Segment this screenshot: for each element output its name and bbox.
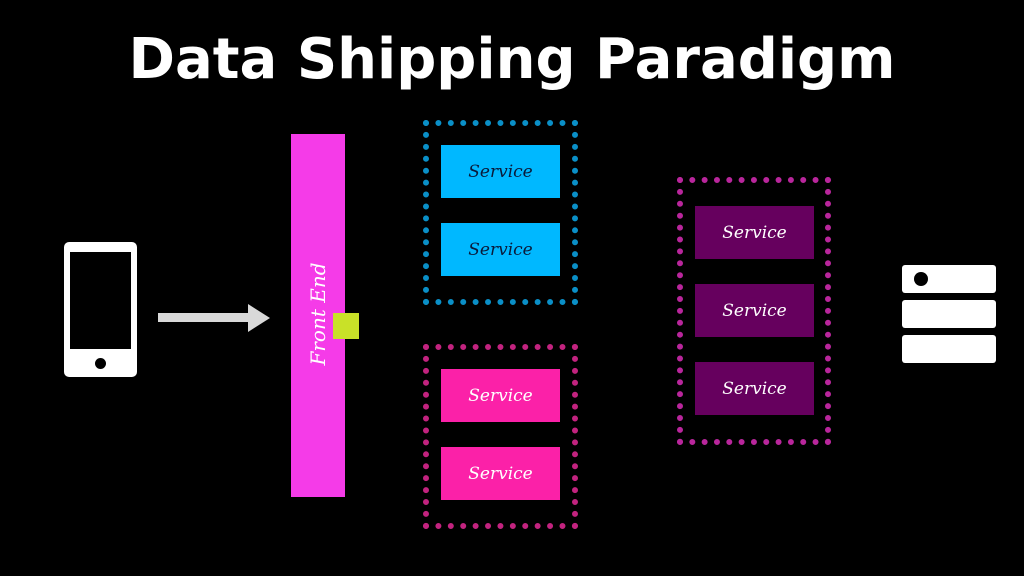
service-box-pink-2: Service — [441, 447, 560, 500]
smartphone-icon — [64, 242, 137, 377]
service-group-purple — [677, 177, 831, 445]
service-box-purple-3: Service — [695, 362, 814, 415]
database-row-1 — [902, 265, 996, 293]
page-title: Data Shipping Paradigm — [128, 27, 896, 92]
service-group-pink — [423, 344, 578, 529]
service-box-purple-2: Service — [695, 284, 814, 337]
front-end-label: Front End — [306, 262, 330, 366]
service-box-purple-1: Service — [695, 206, 814, 259]
arrow-head — [248, 304, 270, 332]
front-end-connector — [333, 313, 359, 339]
service-group-blue — [423, 120, 578, 305]
arrow-shaft — [158, 313, 250, 322]
service-box-pink-1: Service — [441, 369, 560, 422]
service-box-blue-1: Service — [441, 145, 560, 198]
database-row-2 — [902, 300, 996, 328]
phone-screen — [70, 252, 131, 349]
phone-home-button — [95, 358, 106, 369]
database-row-3 — [902, 335, 996, 363]
database-indicator — [914, 272, 928, 286]
service-box-blue-2: Service — [441, 223, 560, 276]
arrow-right-icon — [158, 304, 270, 332]
